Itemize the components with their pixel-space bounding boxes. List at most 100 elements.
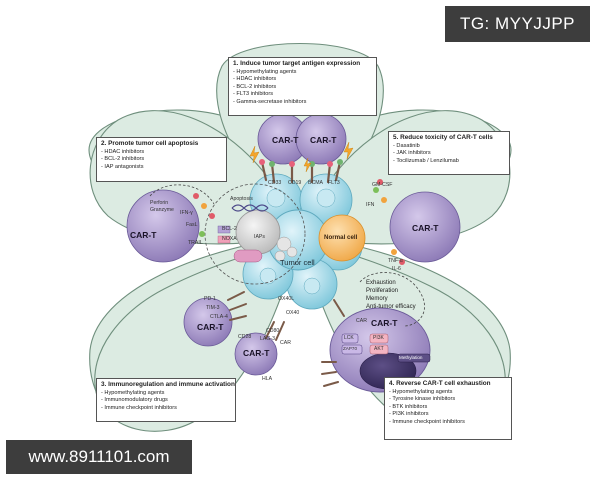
box4-item: Immune checkpoint inhibitors <box>389 419 507 426</box>
box3-title: 3. Immunoregulation and immune activatio… <box>101 381 235 388</box>
box1-title: 1. Induce tumor target antigen expressio… <box>233 60 361 67</box>
granule-3 <box>209 213 215 219</box>
box2-item: IAP antagonists <box>101 164 222 171</box>
receptor-6 <box>334 160 342 182</box>
apoptotic-body-2 <box>286 246 298 258</box>
stick-3 <box>229 315 247 321</box>
receptor-2 <box>270 162 276 184</box>
tumor-cell-label: Tumor cell <box>280 258 315 267</box>
cd33-label: CD33 <box>268 180 282 186</box>
tumor-nucleus-2 <box>316 188 336 208</box>
bottom-right-cycle-arrow <box>359 272 425 327</box>
zap70-node <box>341 344 363 355</box>
perforin-label: Perforin <box>150 200 169 206</box>
receptor-head-5 <box>327 161 333 167</box>
box-tumor-apoptosis: 2. Promote tumor cell apoptosis HDAC inh… <box>96 137 227 182</box>
fasl-label: FasL <box>186 222 198 228</box>
signaling-nodes <box>341 333 431 363</box>
ox40-label: OX40 <box>286 310 300 316</box>
bcl2-block <box>217 225 231 234</box>
lck-label: LCK <box>344 335 354 341</box>
box4-list: Hypomethylating agents Tyrosine kinase i… <box>389 389 507 426</box>
cytokine-2 <box>381 197 387 203</box>
stick-2 <box>229 303 247 311</box>
box1-item: Hypomethylating agents <box>233 69 372 76</box>
box4-item: Hypomethylating agents <box>389 389 507 396</box>
receptor-head-4 <box>309 161 315 167</box>
box-reverse-exhaustion: 4. Reverse CAR-T cell exhaustion Hypomet… <box>384 377 512 440</box>
cytokine-1 <box>373 187 379 193</box>
stick-6 <box>333 299 345 317</box>
tim3-label: TIM-3 <box>206 305 220 311</box>
granzyme-label: Granzyme <box>150 207 174 213</box>
apoptotic-body-3 <box>274 250 286 262</box>
tnfa-label: TNF-α <box>388 258 403 264</box>
box-induce-antigen: 1. Induce tumor target antigen expressio… <box>228 57 377 116</box>
cytokine-3 <box>391 249 397 255</box>
bcl2-label: BCL-2 <box>222 226 237 232</box>
cd19-label: CD19 <box>288 180 302 186</box>
receptor-1 <box>260 160 268 182</box>
box3-item: Hypomethylating agents <box>101 390 231 397</box>
akt-node <box>369 344 389 355</box>
receptor-head-3 <box>289 161 295 167</box>
box1-item: BCL-2 inhibitors <box>233 84 372 91</box>
box-reduce-toxicity: 5. Reduce toxicity of CAR-T cells Dasati… <box>388 131 510 175</box>
lag3-label: LAG-3 <box>260 336 275 342</box>
box1-list: Hypomethylating agents HDAC inhibitors B… <box>233 69 372 106</box>
box2-item: BCL-2 inhibitors <box>101 156 222 163</box>
car-t-right-label: CAR-T <box>412 223 439 233</box>
bolt-3 <box>303 157 312 173</box>
box4-item: Tyrosine kinase inhibitors <box>389 396 507 403</box>
normal-cell-label: Normal cell <box>324 234 358 241</box>
receptor-head-6 <box>337 159 343 165</box>
box2-title: 2. Promote tumor cell apoptosis <box>101 140 199 147</box>
gmcsf-label: GM-CSF <box>372 182 393 188</box>
box1-item: FLT3 inhibitors <box>233 91 372 98</box>
right-small-molecules <box>373 179 405 265</box>
car-t-left-label: CAR-T <box>130 230 157 240</box>
left-cycle-arrow <box>149 184 215 205</box>
pi3k-label: PI3K <box>373 335 384 341</box>
exhaustion-label: Exhaustion <box>366 280 396 286</box>
ox40l-label: OX40L <box>278 296 295 302</box>
box3-item: Immune checkpoint inhibitors <box>101 405 231 412</box>
stick-5 <box>275 321 285 341</box>
hla-label: HLA <box>262 376 273 382</box>
ifn-label: IFN <box>366 202 375 208</box>
car-label: CAR <box>356 318 367 324</box>
dna-helix-2 <box>231 204 269 212</box>
zap70-label: ZAP70 <box>343 346 358 351</box>
box5-item: Dasatinib <box>393 143 505 150</box>
watermark-bottom: www.8911101.com <box>6 440 192 474</box>
pd1-label: PD-1 <box>204 296 216 302</box>
box1-item: HDAC inhibitors <box>233 76 372 83</box>
noxa-label: NOXA <box>222 236 237 242</box>
stick-8 <box>321 371 337 375</box>
car-t-bottom-left <box>183 297 233 347</box>
anti-tumor-label: Anti-tumor efficacy <box>366 304 416 310</box>
granule-2 <box>201 203 207 209</box>
box1-item: Gamma-secretase inhibitors <box>233 99 372 106</box>
dna-helix <box>231 204 269 212</box>
cd80-label: CD80 <box>266 328 280 334</box>
receptor-5 <box>326 162 332 184</box>
car-t-top-right-label: CAR-T <box>310 135 337 145</box>
stick-9 <box>323 381 339 387</box>
watermark-top: TG: MYYJJPP <box>445 6 590 42</box>
bolt-2 <box>343 141 354 160</box>
trail-label: TRAIL <box>188 240 203 246</box>
box2-list: HDAC inhibitors BCL-2 inhibitors IAP ant… <box>101 149 222 171</box>
tumor-nucleus-3 <box>303 277 321 295</box>
box2-item: HDAC inhibitors <box>101 149 222 156</box>
ifng-label: IFN-γ <box>180 210 193 216</box>
stick-1 <box>227 291 245 301</box>
normal-cell <box>318 214 366 262</box>
pi3k-node <box>369 333 389 344</box>
memory-label: Memory <box>366 296 388 302</box>
granule-4 <box>199 231 205 237</box>
methylation-node <box>397 353 431 363</box>
cytokine-5 <box>377 179 383 185</box>
flt3-label: FLT3 <box>328 180 340 186</box>
box4-item: BTK inhibitors <box>389 404 507 411</box>
